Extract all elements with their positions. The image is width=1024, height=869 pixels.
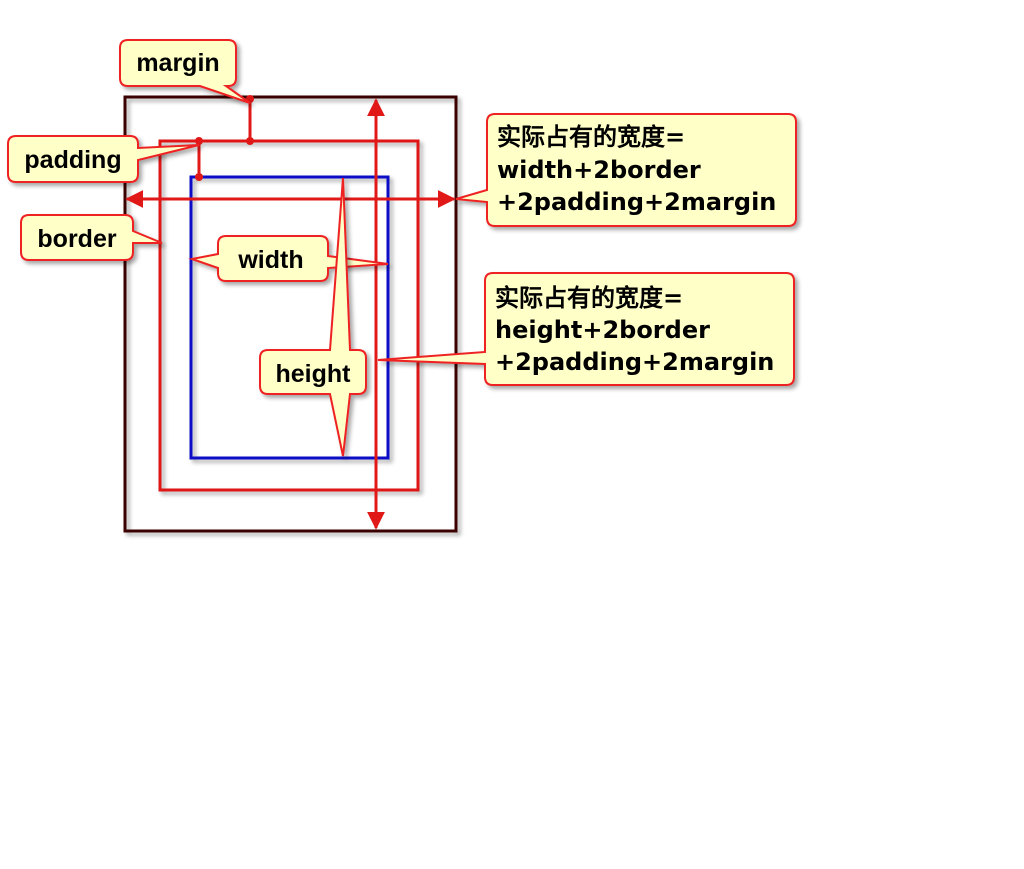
width-formula-line3: +2padding+2margin xyxy=(497,188,776,216)
width-formula-line1: 实际占有的宽度= xyxy=(497,123,685,151)
content-box xyxy=(189,175,390,460)
margin-label: margin xyxy=(136,49,219,77)
padding-connector-dot-top xyxy=(195,137,203,145)
margin-callout: margin xyxy=(119,39,251,104)
border-box xyxy=(158,139,420,492)
border-callout: border xyxy=(20,214,163,261)
height-callout: height xyxy=(259,177,367,457)
width-label: width xyxy=(237,246,303,274)
height-formula-line2: height+2border xyxy=(495,316,710,344)
border-label: border xyxy=(37,225,116,253)
height-formula-callout: 实际占有的宽度= height+2border +2padding+2margi… xyxy=(377,272,795,386)
height-formula-line3: +2padding+2margin xyxy=(495,348,774,376)
height-label: height xyxy=(276,360,352,388)
width-callout: width xyxy=(188,235,389,282)
padding-label: padding xyxy=(24,146,121,174)
margin-connector-dot-bottom xyxy=(246,137,254,145)
height-formula-line1: 实际占有的宽度= xyxy=(495,284,683,312)
width-formula-line2: width+2border xyxy=(497,156,701,184)
padding-connector-dot-bottom xyxy=(195,173,203,181)
outer-margin-box xyxy=(123,95,458,533)
padding-callout: padding xyxy=(7,135,200,183)
width-formula-callout: 实际占有的宽度= width+2border +2padding+2margin xyxy=(455,113,797,227)
